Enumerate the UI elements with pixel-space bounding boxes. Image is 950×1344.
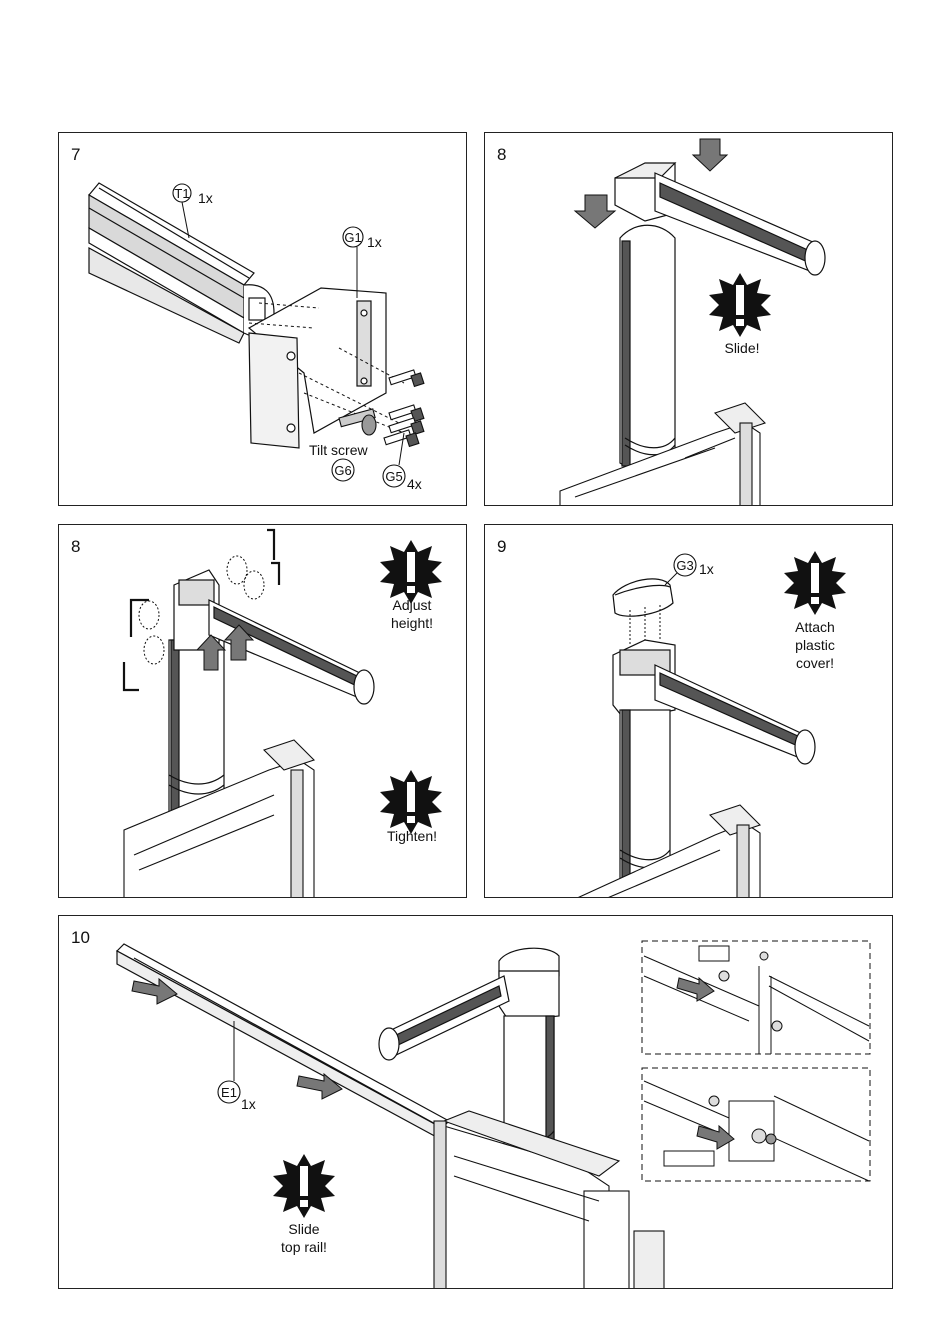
warning-icon-adjust (380, 540, 442, 604)
callout-t1-part: T1 (174, 186, 189, 201)
warning-text: Slide! (724, 340, 759, 356)
callout-g6-part: G6 (334, 463, 351, 478)
callout-g3-qty: 1x (699, 561, 714, 577)
warning-icon (784, 551, 846, 615)
callout-e1-part: E1 (221, 1085, 237, 1100)
base-illustration (434, 1111, 664, 1289)
warning-text-1: Slide (288, 1221, 319, 1237)
callout-g5-part: G5 (385, 469, 402, 484)
callout-g6: G6 (332, 459, 354, 481)
callout-g3: G3 1x (665, 554, 714, 585)
warning-text-adjust-1: Adjust (393, 597, 432, 613)
step-10-illustration: E1 1x Slide top rail! (59, 916, 893, 1289)
warning-text-3: cover! (796, 655, 834, 671)
step-9-panel: 9 G3 1x (484, 524, 893, 898)
callout-e1-qty: 1x (241, 1096, 256, 1112)
step-8-slide-panel: 8 Slide! (484, 132, 893, 506)
step-7-illustration: T1 1x G1 1x Tilt screw G6 G5 4x (59, 133, 467, 506)
step-8-slide-illustration: Slide! (485, 133, 893, 506)
plastic-cover-illustration (613, 579, 673, 616)
slide-arrow-icons (132, 979, 342, 1099)
warning-icon (273, 1154, 335, 1218)
warning-text-1: Attach (795, 619, 835, 635)
warning-text-2: plastic (795, 637, 835, 653)
detail-inset-top (642, 941, 870, 1054)
tilt-screw-label: Tilt screw (309, 442, 368, 458)
callout-g5-qty: 4x (407, 476, 422, 492)
step-8-adjust-illustration: Adjust height! Tighten! (59, 525, 467, 898)
arm-illustration (655, 665, 815, 764)
detail-inset-bottom (642, 1068, 870, 1181)
callout-g3-part: G3 (676, 558, 693, 573)
callout-g1-qty: 1x (367, 234, 382, 250)
warning-text-adjust-2: height! (391, 615, 433, 631)
warning-text-2: top rail! (281, 1239, 327, 1255)
callout-t1-qty: 1x (198, 190, 213, 206)
callout-g1: G1 1x (343, 227, 382, 298)
callout-g1-part: G1 (344, 230, 361, 245)
step-9-illustration: G3 1x Attach plastic cover! (485, 525, 893, 898)
warning-text-tighten: Tighten! (387, 828, 437, 844)
step-7-panel: 7 (58, 132, 467, 506)
warning-icon-tighten (380, 770, 442, 834)
step-10-panel: 10 E1 1x Slide top rail! (58, 915, 893, 1289)
step-8-adjust-panel: 8 (58, 524, 467, 898)
top-rail-illustration (89, 183, 274, 343)
warning-icon (709, 273, 771, 337)
column-illustration (620, 225, 675, 470)
